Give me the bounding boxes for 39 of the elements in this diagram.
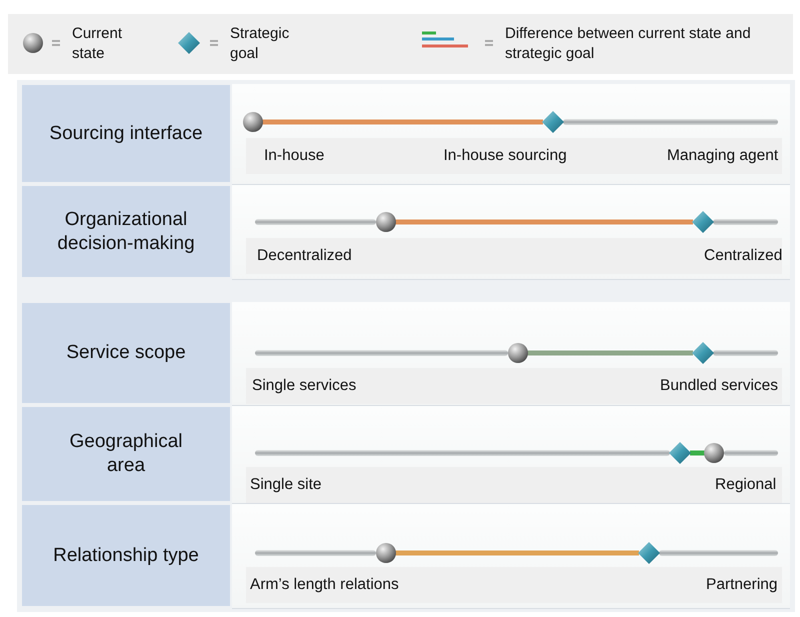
legend-label: Difference between current state and strategic goal	[505, 24, 752, 64]
row-header-text: Relationship type	[53, 544, 199, 568]
strategic-goal-marker	[692, 211, 714, 233]
difference-line	[395, 220, 693, 224]
current-state-marker	[375, 211, 397, 233]
difference-line	[527, 350, 693, 356]
row-header-box	[22, 407, 230, 501]
strategic-goal-marker	[669, 442, 691, 464]
row-header-box	[22, 505, 230, 606]
difference-line	[262, 120, 543, 124]
row-header-text: Sourcing interface	[49, 122, 203, 146]
scale-label: Decentralized	[257, 247, 352, 265]
legend-label: Current state	[72, 24, 124, 64]
strategic-goal-marker	[542, 111, 564, 133]
row-header-text: Geographical area	[68, 430, 184, 478]
scale-label: Centralized	[704, 247, 782, 265]
current-state-marker	[375, 542, 397, 564]
strategic-goal-marker	[638, 542, 660, 564]
row-header-box	[22, 85, 230, 182]
row-header-box	[22, 303, 230, 403]
current-state-marker	[242, 111, 264, 133]
scale-label: Single site	[250, 476, 322, 494]
scale-label: Managing agent	[667, 147, 778, 165]
scale-label: In-house	[264, 147, 324, 165]
row-header-text: Organizational decision-making	[56, 208, 196, 256]
difference-line	[690, 450, 705, 456]
scale-label: Single services	[252, 377, 356, 395]
scale-label: Partnering	[706, 576, 778, 594]
row-header-box	[22, 186, 230, 277]
difference-line	[395, 550, 639, 556]
current-state-marker	[703, 442, 725, 464]
row-header-text: Service scope	[66, 341, 186, 365]
scale-label: Bundled services	[660, 377, 778, 395]
current-state-marker	[507, 342, 529, 364]
strategic-goal-marker	[692, 342, 714, 364]
scale-label: In-house sourcing	[444, 147, 567, 165]
scale-label: Arm’s length relations	[250, 576, 399, 594]
legend-label: Strategic goal	[230, 24, 290, 64]
scale-label: Regional	[715, 476, 776, 494]
